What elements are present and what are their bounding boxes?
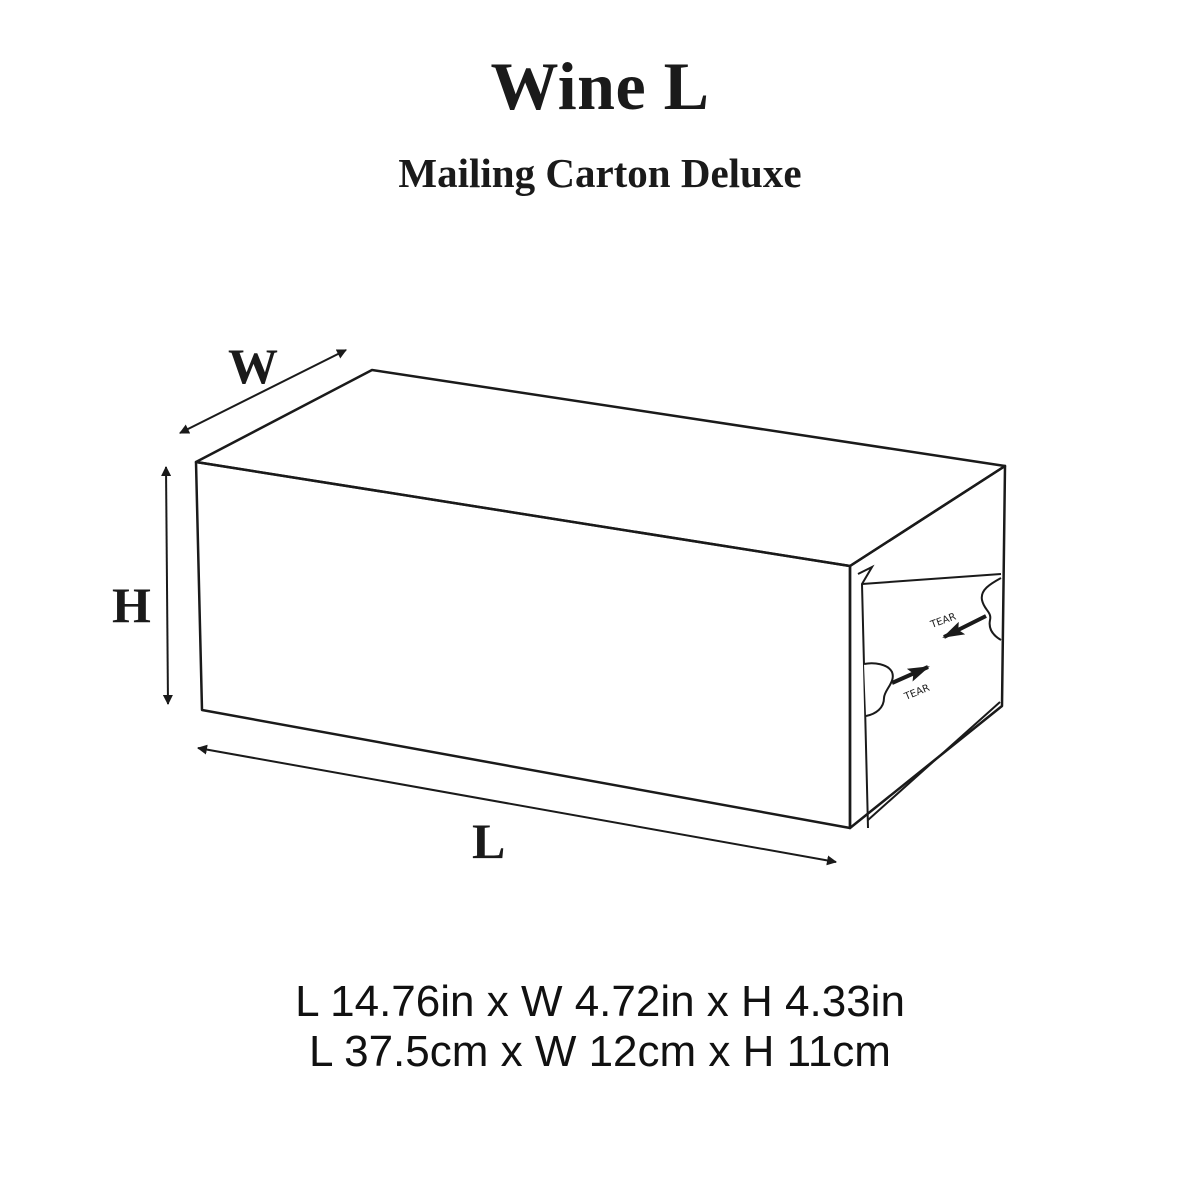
length-label: L	[472, 813, 505, 869]
dimensions-imperial: L 14.76in x W 4.72in x H 4.33in	[295, 977, 905, 1026]
height-dimension-arrow	[161, 466, 173, 705]
tear-arrow-lower	[891, 665, 930, 685]
box-end-face	[848, 464, 1007, 830]
tear-arrow-upper	[942, 614, 987, 639]
tear-label-lower: TEAR	[902, 683, 931, 703]
box-front-face	[194, 460, 852, 830]
product-title: Wine L	[490, 48, 710, 124]
width-label: W	[228, 338, 278, 394]
width-dimension-arrow	[179, 349, 347, 434]
end-flap	[857, 564, 1002, 829]
tear-strip-upper	[980, 577, 1002, 641]
tear-strip-lower	[863, 662, 894, 717]
dimensions-metric: L 37.5cm x W 12cm x H 11cm	[309, 1027, 891, 1076]
box-outline	[194, 368, 1007, 830]
box-top-face	[194, 368, 1007, 568]
product-subtitle: Mailing Carton Deluxe	[398, 150, 802, 196]
height-label: H	[112, 577, 151, 633]
length-dimension-arrow	[197, 744, 837, 866]
tear-label-upper: TEAR	[928, 611, 957, 631]
